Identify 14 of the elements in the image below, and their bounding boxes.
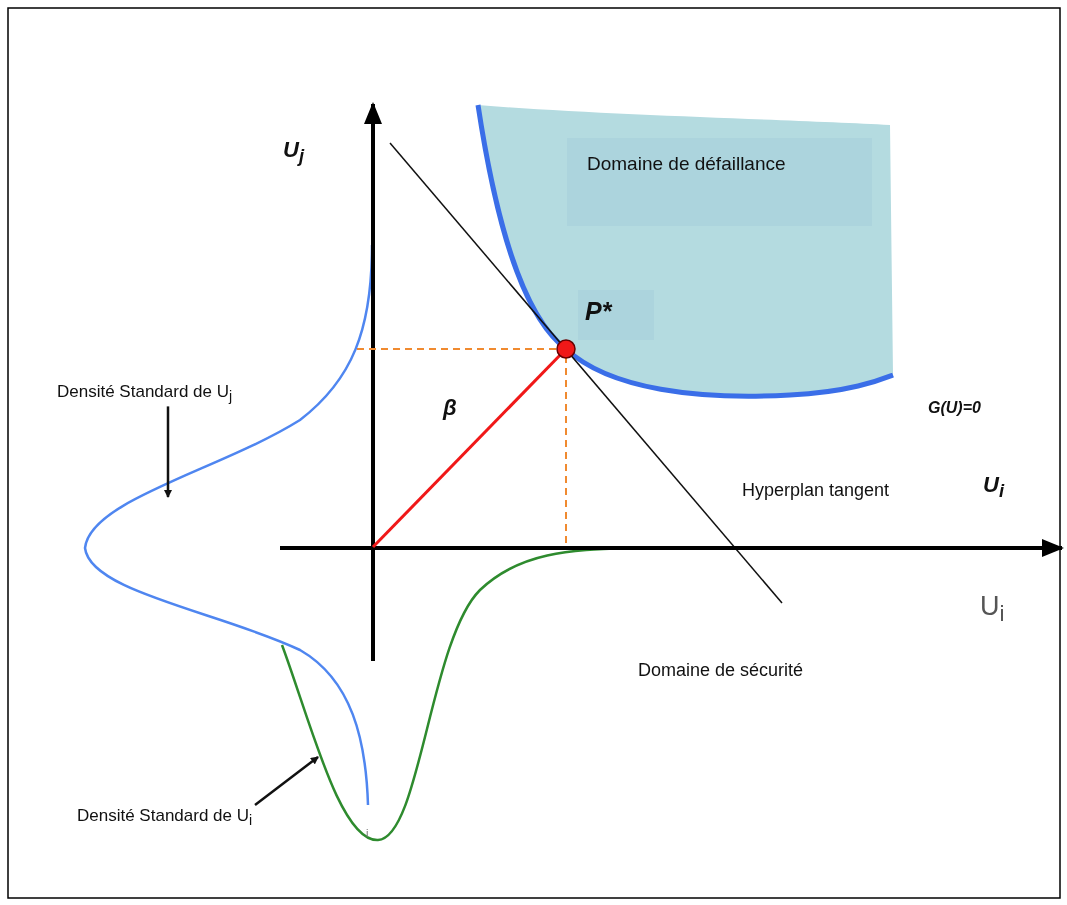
beta-label: β [443,395,457,422]
density-label: Densité Standard de U$_{j}$ [57,382,233,406]
axis-label: U$_{i}$ [983,472,1004,503]
point-label: P* [585,296,612,326]
region-label: Domaine de sécurité [638,660,804,682]
limit-state-label: G(U)=0 [928,398,981,418]
axis-label: U$_{i}$ [980,590,1005,628]
subscript-mark: i [366,827,369,841]
region-label: Domaine de défaillance [587,153,786,176]
leader-arrow [254,756,319,806]
axis-label: U$_{j}$ [283,137,304,168]
density-label: Densité Standard de U$_{i}$ [77,806,253,830]
leader-arrow [164,406,172,498]
tangent-label: Hyperplan tangent [742,480,890,502]
